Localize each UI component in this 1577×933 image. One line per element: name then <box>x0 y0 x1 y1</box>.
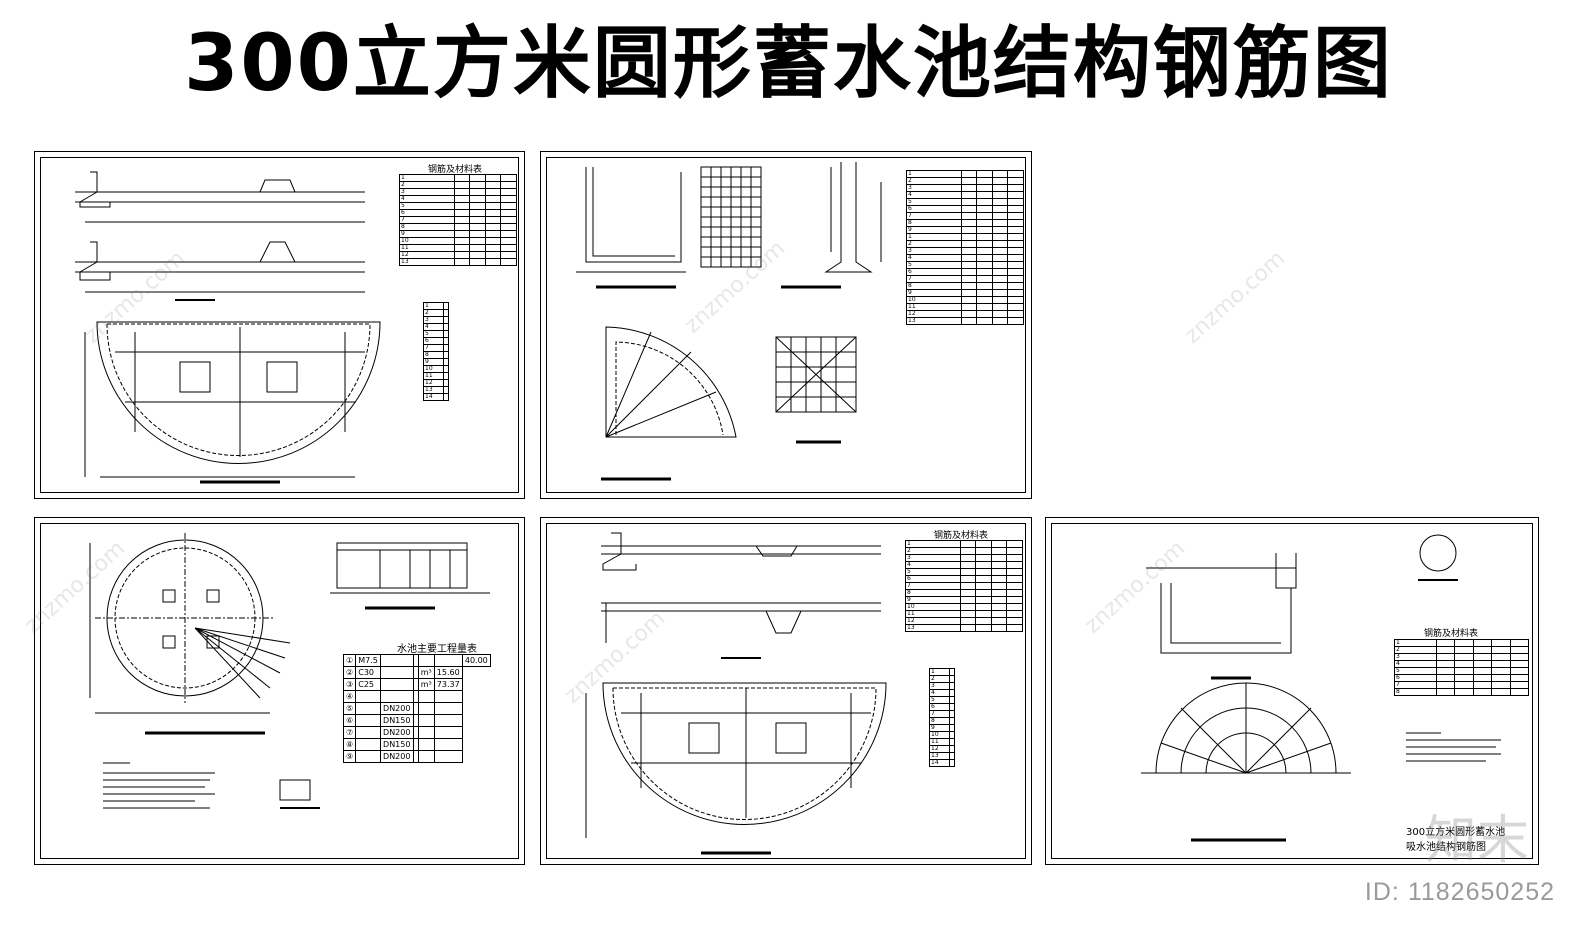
image-id-label: ID: 1182650252 <box>1364 878 1555 906</box>
quantity-table-cell <box>417 714 435 727</box>
quantity-table-cell <box>433 738 463 751</box>
sheet-3-drawing <box>89 533 490 809</box>
quantity-table-cell: ③ <box>342 678 357 691</box>
watermark-logo: 知末 <box>1424 811 1529 871</box>
quantity-table-cell <box>417 702 435 715</box>
quantity-table-cell: ⑤ <box>342 702 357 715</box>
quantity-table-cell <box>433 714 463 727</box>
quantity-table-cell <box>355 702 382 715</box>
quantity-table-cell <box>380 678 414 691</box>
quantity-table-row: ⑦ DN200 <box>342 726 491 739</box>
quantity-table-cell: DN150 <box>380 714 414 727</box>
quantity-table-cell: m³ <box>417 666 435 679</box>
quantity-table-cell <box>417 654 435 667</box>
quantity-table-row: ⑧ DN150 <box>342 738 491 751</box>
quantity-table-cell <box>417 750 435 763</box>
quantity-table-cell: 40.00 <box>461 654 492 667</box>
quantity-table-cell <box>417 690 435 703</box>
page-title: 300立方米圆形蓄水池结构钢筋图 <box>184 19 1393 109</box>
quantity-table-cell <box>355 714 382 727</box>
quantity-table-cell: DN200 <box>380 750 414 763</box>
quantity-table-cell: ② <box>342 666 357 679</box>
quantity-table-cell <box>433 726 463 739</box>
sheet-5-note-line-1: 300立方米圆形蓄水池 <box>1406 827 1506 838</box>
sheet-4-table-title: 钢筋及材料表 <box>934 531 989 541</box>
sheet-3-table-title: 水池主要工程量表 <box>397 644 477 655</box>
quantity-table-cell: ⑨ <box>342 750 357 763</box>
quantity-table-cell <box>355 690 382 703</box>
sheet-1-table-title: 钢筋及材料表 <box>428 165 483 175</box>
quantity-table-cell: C30 <box>355 666 382 679</box>
quantity-table-cell: ① <box>342 654 357 667</box>
quantity-table-cell: M7.5 <box>355 654 382 667</box>
quantity-table-row: ④ <box>342 690 491 703</box>
quantity-table-cell <box>355 750 382 763</box>
quantity-table-cell <box>433 702 463 715</box>
quantity-table-cell <box>355 738 382 751</box>
sheet-5-table-title: 钢筋及材料表 <box>1424 629 1479 639</box>
quantity-table-cell: ⑥ <box>342 714 357 727</box>
quantity-table-cell: C25 <box>355 678 382 691</box>
quantity-table-cell <box>417 726 435 739</box>
quantity-table-row: ⑥ DN150 <box>342 714 491 727</box>
quantity-table-cell <box>417 738 435 751</box>
quantity-table-cell: ⑦ <box>342 726 357 739</box>
quantity-table-cell <box>380 690 414 703</box>
quantity-table-cell <box>355 726 382 739</box>
quantity-table-row: ⑨ DN200 <box>342 750 491 763</box>
watermark-text: znzmo.com <box>1180 246 1291 349</box>
quantity-table-cell <box>433 750 463 763</box>
quantity-table-cell <box>380 654 414 667</box>
sheet-5-note-line-2: 吸水池结构钢筋图 <box>1406 842 1486 853</box>
quantity-table-cell: ⑧ <box>342 738 357 751</box>
quantity-table-cell: DN200 <box>380 702 414 715</box>
quantity-table-cell <box>380 666 414 679</box>
quantity-table-cell: ④ <box>342 690 357 703</box>
sheet-2-drawing <box>576 162 882 481</box>
quantity-table-cell: m³ <box>417 678 435 691</box>
sheet-5-drawing <box>1141 534 1501 842</box>
quantity-table-row: ⑤ DN200 <box>342 702 491 715</box>
quantity-table-cell: DN150 <box>380 738 414 751</box>
quantity-table-cell <box>433 690 463 703</box>
quantity-table-cell <box>412 750 419 763</box>
quantity-table-cell: DN200 <box>380 726 414 739</box>
quantity-table-cell: 15.60 <box>433 666 463 679</box>
sheet-4-drawing <box>585 532 887 855</box>
quantity-table-cell: 73.37 <box>433 678 463 691</box>
sheet-1-drawing <box>75 171 381 484</box>
quantity-table-cell <box>433 654 463 667</box>
